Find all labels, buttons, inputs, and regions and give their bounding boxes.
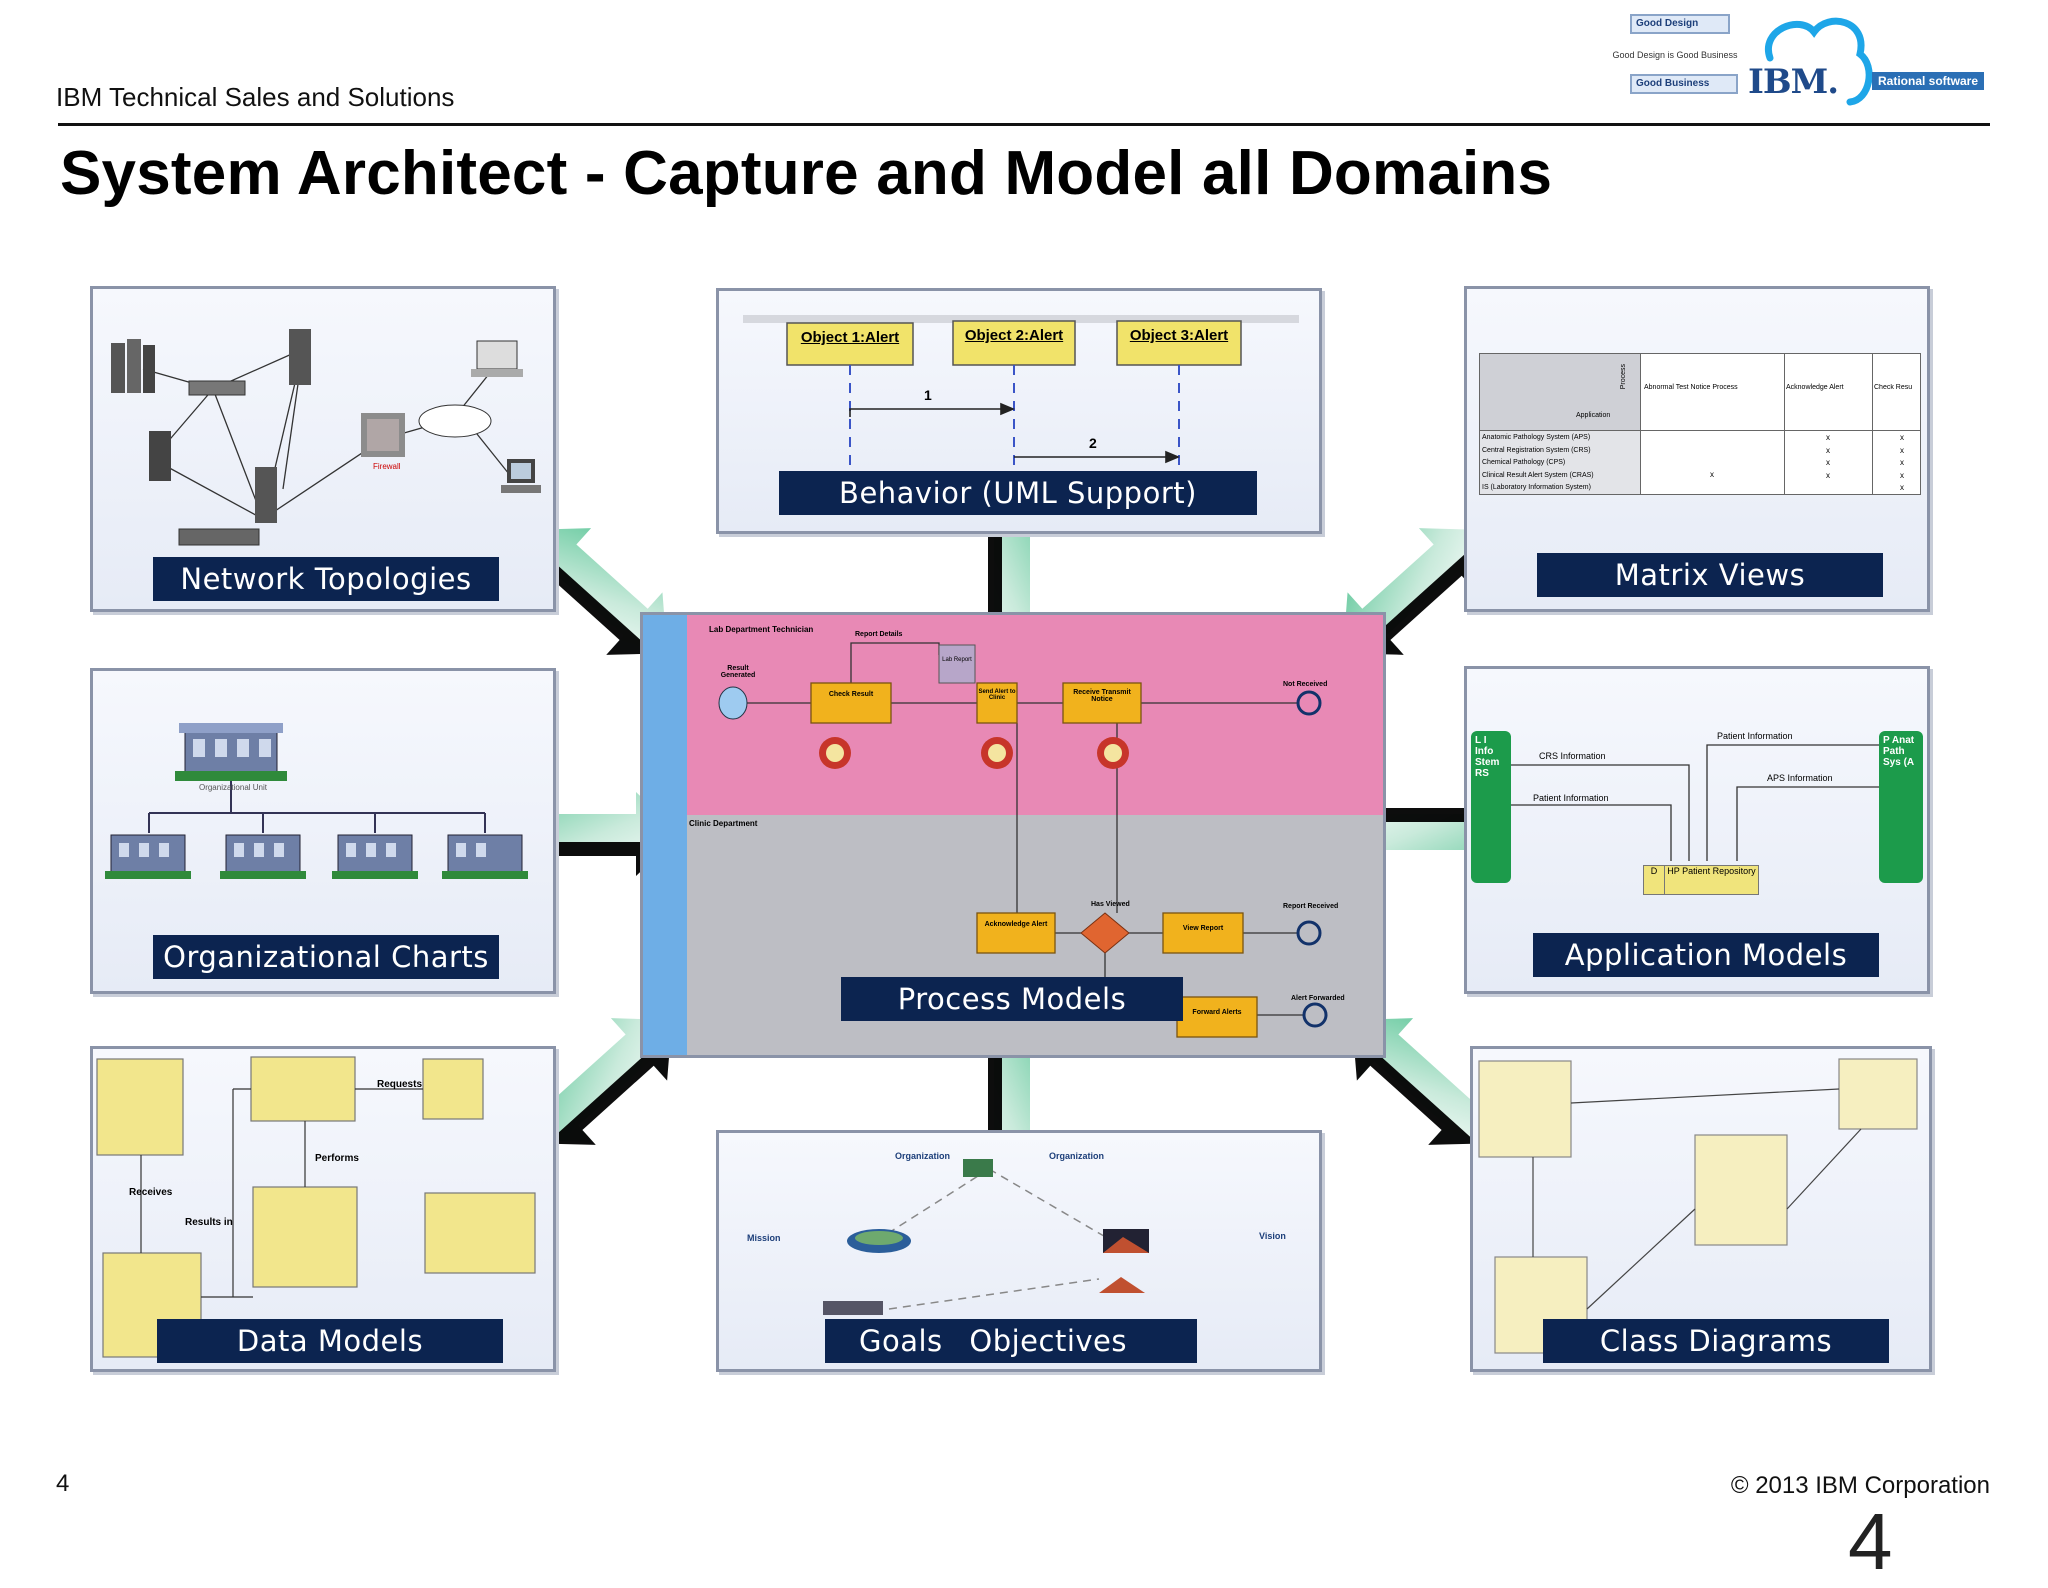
- label-goals-objectives: Goals Objectives: [825, 1319, 1197, 1363]
- message-1-label: 1: [924, 387, 932, 403]
- building-small-icon: [963, 1159, 993, 1177]
- org-root-label: Organizational Unit: [198, 783, 268, 792]
- tower-server-icon: [149, 329, 311, 523]
- ibm-wordmark: IBM.: [1748, 62, 1839, 102]
- object-1-label: Object 1:Alert: [800, 329, 900, 346]
- label-org-charts: Organizational Charts: [153, 935, 499, 979]
- page-title: System Architect - Capture and Model all…: [60, 139, 1553, 208]
- label-class-diagrams: Class Diagrams: [1543, 1319, 1889, 1363]
- task-check-result: [810, 682, 892, 724]
- app-left-block: L I Info Stem RS: [1471, 731, 1511, 883]
- label-network-topologies: Network Topologies: [153, 557, 499, 601]
- header-rule: [58, 123, 1990, 126]
- cloud-icon: [418, 404, 492, 438]
- cloud-logo-icon: [1764, 17, 1873, 106]
- label-matrix-views: Matrix Views: [1537, 553, 1883, 597]
- object-2-label: Object 2:Alert: [964, 327, 1064, 344]
- firewall-icon: [361, 413, 405, 457]
- landscape-icon: [1103, 1229, 1149, 1253]
- building-root-icon: [175, 723, 287, 781]
- message-2-label: 2: [1089, 435, 1097, 451]
- copyright: © 2013 IBM Corporation: [1730, 1472, 1990, 1499]
- panel-class-diagrams: Class Diagrams: [1470, 1046, 1932, 1372]
- logo-good-design: Good Design: [1630, 14, 1730, 34]
- app-data-store: D HP Patient Repository: [1643, 865, 1759, 895]
- label-goals: Goals: [859, 1324, 943, 1358]
- swimlane-bar: [643, 615, 687, 1055]
- org-chart-diagram: [105, 723, 528, 879]
- router-icon: [178, 528, 260, 546]
- page-number-large: 4: [1848, 1497, 1893, 1586]
- label-process-models: Process Models: [841, 977, 1183, 1021]
- server-rack-icon: [111, 339, 155, 393]
- object-3-label: Object 3:Alert: [1129, 327, 1229, 344]
- rational-badge: Rational software: [1872, 72, 1985, 90]
- building-child-icons: [105, 834, 528, 879]
- end-event-icons: [1296, 690, 1328, 1028]
- laptop-icon: [471, 340, 523, 377]
- swimlane-lab: [687, 615, 1383, 815]
- label-data-models: Data Models: [157, 1319, 503, 1363]
- switch-icon: [188, 380, 246, 396]
- panel-application-models: L I Info Stem RS P Anat Path Sys (A CRS …: [1464, 666, 1930, 994]
- app-right-block: P Anat Path Sys (A: [1879, 731, 1923, 883]
- ibm-logo-group: Good Design Good Design is Good Business…: [1600, 10, 1990, 110]
- panel-network-topologies: Firewall Network Topologies: [90, 286, 556, 612]
- equipment-icon: [823, 1301, 883, 1315]
- start-event-icon: [718, 686, 748, 720]
- class-diagram: [1478, 1058, 1918, 1354]
- mountain-icon: [1099, 1277, 1145, 1293]
- panel-behavior: Object 1:Alert Object 2:Alert Object 3:A…: [716, 288, 1322, 534]
- page-number: 4: [56, 1470, 70, 1497]
- erd-diagram: [96, 1056, 536, 1358]
- panel-matrix-views: Application Process Abnormal Test Notice…: [1464, 286, 1930, 612]
- gateway-icon: [1080, 912, 1130, 954]
- svg-text:Firewall: Firewall: [373, 462, 401, 471]
- label-behavior: Behavior (UML Support): [779, 471, 1257, 515]
- label-objectives: Objectives: [969, 1324, 1127, 1358]
- panel-goals-objectives: Organization Organization Mission Vision…: [716, 1130, 1322, 1372]
- desktop-icon: [501, 459, 541, 493]
- resource-wheel-icons: [819, 737, 1129, 769]
- label-application-models: Application Models: [1533, 933, 1879, 977]
- panel-org-charts: Organizational Unit Organizational Chart…: [90, 668, 556, 994]
- goals-diagram: [823, 1159, 1149, 1315]
- header-org: IBM Technical Sales and Solutions: [56, 82, 455, 112]
- matrix-table: Application Process Abnormal Test Notice…: [1479, 353, 1921, 495]
- network-diagram: Firewall: [111, 329, 541, 546]
- panel-data-models: Requests Performs Receives Results in Da…: [90, 1046, 556, 1372]
- panel-process-models: Lab Department Technician Clinic Departm…: [640, 612, 1386, 1058]
- logo-tagline: Good Design is Good Business: [1612, 50, 1738, 60]
- sequence-diagram: [786, 320, 1242, 467]
- report-doc-icon: [938, 644, 976, 684]
- logo-good-business: Good Business: [1630, 74, 1738, 94]
- application-flow-lines: [1511, 744, 1879, 861]
- globe-icon: [847, 1229, 911, 1253]
